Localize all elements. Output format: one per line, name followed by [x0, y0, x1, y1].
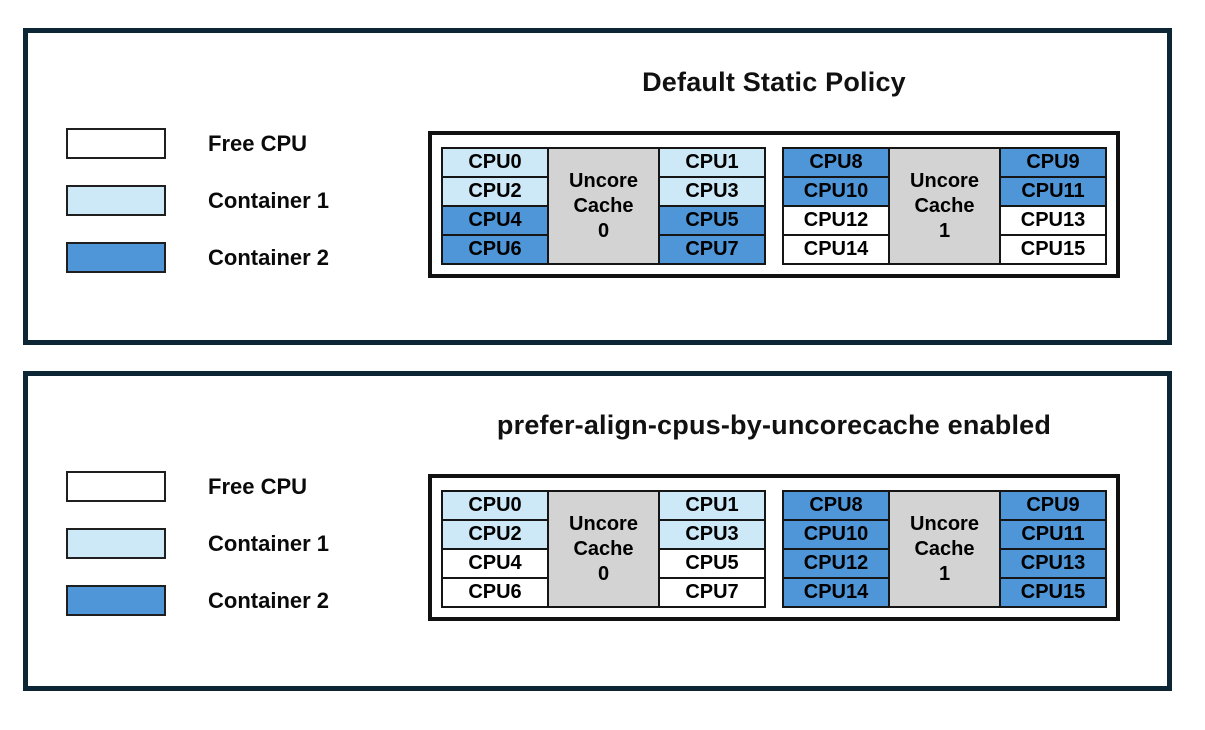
cpu-column-left: CPU0 CPU2 CPU4 CPU6 [441, 147, 549, 265]
cpu-cell-cpu4: CPU4 [441, 205, 549, 236]
cpu-cell-cpu12: CPU12 [782, 205, 890, 236]
container-2-swatch [66, 242, 166, 273]
legend-label: Free CPU [208, 130, 308, 156]
cpu-cell-cpu10: CPU10 [782, 176, 890, 207]
cpu-cell-cpu8: CPU8 [782, 490, 890, 521]
panel-content: Default Static Policy Free CPU Container… [28, 33, 1167, 340]
cpu-cell-cpu8: CPU8 [782, 147, 890, 178]
panel-content: prefer-align-cpus-by-uncorecache enabled… [28, 376, 1167, 686]
cpu-column-right: CPU1 CPU3 CPU5 CPU7 [658, 147, 766, 265]
container-1-swatch [66, 528, 166, 559]
legend-item-free-cpu: Free CPU [66, 128, 329, 159]
cpu-cell-cpu15: CPU15 [999, 577, 1107, 608]
legend-label: Container 1 [208, 187, 330, 213]
cpu-cell-cpu11: CPU11 [999, 176, 1107, 207]
legend-item-free-cpu: Free CPU [66, 471, 329, 502]
cpu-cell-cpu7: CPU7 [658, 577, 766, 608]
cpu-cell-cpu9: CPU9 [999, 490, 1107, 521]
legend-item-container-2: Container 2 [66, 242, 329, 273]
cpu-cell-cpu1: CPU1 [658, 490, 766, 521]
cpu-cell-cpu13: CPU13 [999, 548, 1107, 579]
cpu-cell-cpu2: CPU2 [441, 519, 549, 550]
container-1-swatch [66, 185, 166, 216]
cpu-cell-cpu5: CPU5 [658, 548, 766, 579]
cpu-cell-cpu6: CPU6 [441, 234, 549, 265]
legend: Free CPU Container 1 Container 2 [66, 471, 329, 642]
legend-label: Free CPU [208, 473, 308, 499]
cpu-topology-diagram: CPU0 CPU2 CPU4 CPU6 Uncore Cache 0 CPU1 … [428, 131, 1120, 278]
cpu-cell-cpu14: CPU14 [782, 234, 890, 265]
default-static-policy-panel: Default Static Policy Free CPU Container… [23, 28, 1172, 345]
cpu-cell-cpu4: CPU4 [441, 548, 549, 579]
panel-title: Default Static Policy [642, 67, 906, 97]
uncore-cache-0-cluster: CPU0 CPU2 CPU4 CPU6 Uncore Cache 0 CPU1 … [441, 490, 766, 608]
cpu-column-right: CPU9 CPU11 CPU13 CPU15 [999, 147, 1107, 265]
legend: Free CPU Container 1 Container 2 [66, 128, 329, 299]
legend-label: Container 2 [208, 244, 330, 270]
cpu-cell-cpu13: CPU13 [999, 205, 1107, 236]
cpu-cell-cpu9: CPU9 [999, 147, 1107, 178]
legend-item-container-2: Container 2 [66, 585, 329, 616]
uncore-cache-1-cluster: CPU8 CPU10 CPU12 CPU14 Uncore Cache 1 CP… [782, 147, 1107, 265]
uncorecache-enabled-panel: prefer-align-cpus-by-uncorecache enabled… [23, 371, 1172, 691]
cpu-column-left: CPU8 CPU10 CPU12 CPU14 [782, 147, 890, 265]
free-cpu-swatch [66, 471, 166, 502]
legend-item-container-1: Container 1 [66, 528, 329, 559]
legend-label: Container 1 [208, 530, 330, 556]
cpu-topology-diagram: CPU0 CPU2 CPU4 CPU6 Uncore Cache 0 CPU1 … [428, 474, 1120, 621]
cpu-cell-cpu0: CPU0 [441, 490, 549, 521]
cpu-cell-cpu5: CPU5 [658, 205, 766, 236]
cpu-cell-cpu7: CPU7 [658, 234, 766, 265]
cpu-cell-cpu10: CPU10 [782, 519, 890, 550]
free-cpu-swatch [66, 128, 166, 159]
uncore-cache-0-cluster: CPU0 CPU2 CPU4 CPU6 Uncore Cache 0 CPU1 … [441, 147, 766, 265]
cpu-column-right: CPU9 CPU11 CPU13 CPU15 [999, 490, 1107, 608]
cpu-cell-cpu2: CPU2 [441, 176, 549, 207]
cpu-cell-cpu1: CPU1 [658, 147, 766, 178]
cpu-column-left: CPU8 CPU10 CPU12 CPU14 [782, 490, 890, 608]
cpu-cell-cpu0: CPU0 [441, 147, 549, 178]
cpu-cell-cpu11: CPU11 [999, 519, 1107, 550]
uncore-cache-1-cluster: CPU8 CPU10 CPU12 CPU14 Uncore Cache 1 CP… [782, 490, 1107, 608]
cpu-column-right: CPU1 CPU3 CPU5 CPU7 [658, 490, 766, 608]
cpu-cell-cpu3: CPU3 [658, 176, 766, 207]
cpu-cell-cpu12: CPU12 [782, 548, 890, 579]
uncore-cache-0-box: Uncore Cache 0 [547, 147, 660, 265]
panel-title: prefer-align-cpus-by-uncorecache enabled [496, 410, 1052, 440]
legend-item-container-1: Container 1 [66, 185, 329, 216]
cpu-column-left: CPU0 CPU2 CPU4 CPU6 [441, 490, 549, 608]
cpu-cell-cpu3: CPU3 [658, 519, 766, 550]
cpu-cell-cpu14: CPU14 [782, 577, 890, 608]
legend-label: Container 2 [208, 587, 330, 613]
uncore-cache-0-box: Uncore Cache 0 [547, 490, 660, 608]
uncore-cache-1-box: Uncore Cache 1 [888, 147, 1001, 265]
cpu-cell-cpu6: CPU6 [441, 577, 549, 608]
uncore-cache-1-box: Uncore Cache 1 [888, 490, 1001, 608]
container-2-swatch [66, 585, 166, 616]
cpu-cell-cpu15: CPU15 [999, 234, 1107, 265]
